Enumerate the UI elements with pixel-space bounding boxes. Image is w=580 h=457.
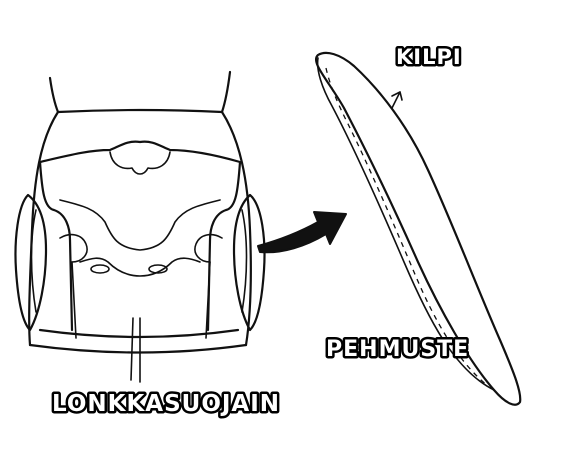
right-femur-head [195,235,222,262]
pelvis-outline-left [40,162,72,330]
crotch-seam [131,318,140,382]
pelvis-top [110,152,170,174]
left-femur-head [60,235,87,262]
waist-right-edge [222,72,230,112]
label-lonkkasuojain: LONKKASUOJAIN [52,391,280,417]
left-foramen [91,265,109,273]
right-pad-inner [242,210,247,312]
curved-arrow-icon [258,212,346,252]
kilpi-pointer-icon [392,92,402,108]
garment-hem [30,345,246,353]
hip-protector-garment [16,72,265,382]
waist-left-edge [50,78,58,112]
label-kilpi: KILPI [396,45,462,69]
label-pehmuste: PEHMUSTE [326,337,469,362]
waistband-line [58,110,222,112]
